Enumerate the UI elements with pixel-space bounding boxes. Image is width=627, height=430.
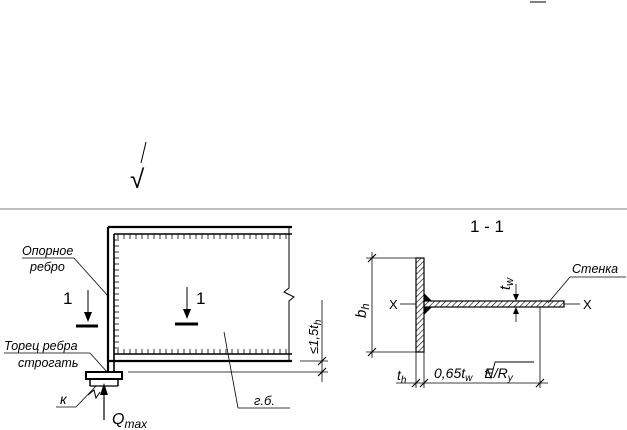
height-dim-tick-bottom bbox=[317, 367, 327, 377]
bottom-tick-left bbox=[411, 378, 421, 388]
rib-plate bbox=[415, 257, 425, 353]
bottom-tick-mid bbox=[419, 378, 429, 388]
tw-arrowhead-bottom bbox=[513, 307, 519, 314]
radical-overline bbox=[140, 141, 147, 164]
radical-symbol: √ bbox=[130, 164, 145, 194]
weld-label: к bbox=[60, 391, 68, 407]
weld-bottom bbox=[424, 307, 432, 315]
section-mark-left: 1 bbox=[63, 289, 72, 308]
bearing-plate bbox=[85, 371, 123, 380]
base-break bbox=[87, 389, 101, 400]
beam-elevation: 1 1 Опорное ребро Торец ребра строгать к… bbox=[4, 225, 328, 430]
tw-arrowhead-top bbox=[513, 294, 519, 301]
bh-tick-bottom bbox=[367, 347, 377, 357]
web-label: Стенка bbox=[572, 262, 618, 276]
reaction-label: Qmax bbox=[112, 411, 148, 430]
support-rib-leader bbox=[73, 257, 109, 297]
web-thickness-label: tw bbox=[497, 277, 516, 290]
plane-end-label-line1: Торец ребра bbox=[4, 339, 78, 353]
section-title: 1 - 1 bbox=[470, 217, 504, 236]
bottom-tick-right bbox=[535, 378, 545, 388]
support-rib-label-line2: ребро bbox=[29, 260, 65, 274]
effective-width-radical bbox=[484, 361, 534, 380]
reaction-arrowhead bbox=[100, 383, 108, 395]
weld-leader bbox=[75, 385, 97, 408]
flange-edge-label: г.б. bbox=[254, 393, 275, 408]
rib-width-label: bh bbox=[353, 304, 372, 318]
flange-edge-leader bbox=[223, 331, 239, 409]
break-line bbox=[283, 227, 295, 361]
weld-ticks bbox=[114, 234, 287, 354]
support-rib-label-line1: Опорное bbox=[22, 244, 73, 258]
axis-left-label: X bbox=[389, 297, 398, 312]
cut-arrowhead-left bbox=[84, 312, 92, 322]
web-leader bbox=[547, 276, 571, 304]
axis-right-label: X bbox=[583, 297, 592, 312]
rib-thickness-label: th bbox=[397, 367, 407, 386]
plane-end-leader bbox=[89, 352, 109, 374]
web-plate bbox=[423, 300, 565, 308]
bh-tick-top bbox=[367, 253, 377, 263]
height-dim-tick-top bbox=[317, 356, 327, 366]
cut-arrowhead-center bbox=[183, 309, 191, 319]
section-mark-center: 1 bbox=[196, 289, 205, 308]
weld-top bbox=[424, 293, 432, 301]
section-1-1: 1 - 1 X X tw Стенка bh bbox=[353, 217, 626, 388]
plane-end-label-line2: строгать bbox=[18, 356, 78, 370]
top-fragment: √ bbox=[130, 1, 546, 194]
height-limit-label: ≤1,5th bbox=[306, 319, 324, 354]
